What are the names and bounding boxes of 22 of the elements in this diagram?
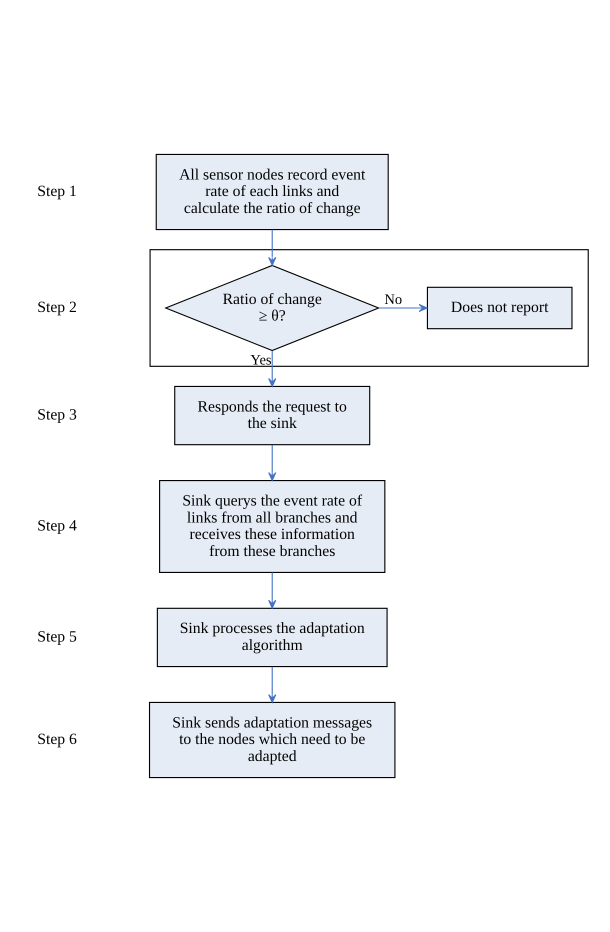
arrow [268, 444, 276, 481]
arrow [268, 572, 276, 609]
arrow [268, 350, 276, 387]
cluster [150, 249, 589, 367]
node-box: Sink sends adaptation messages to the nodes which need to be adapted [148, 702, 396, 778]
label: Step 2 [37, 299, 77, 316]
node-diamond: Ratio of change ≥ θ? [164, 264, 380, 352]
node-box: Does not report [426, 286, 573, 330]
label: Step 5 [37, 628, 77, 646]
node-box: All sensor nodes record event rate of each links and calculate the ratio of change [156, 154, 389, 230]
node-box: Sink processes the adaptation algorithm [156, 608, 388, 668]
arrow [378, 304, 428, 312]
label: Step 4 [37, 518, 77, 535]
edge-label: No [384, 292, 402, 308]
edge-label: Yes [250, 352, 272, 369]
arrow [268, 230, 276, 266]
arrow [268, 667, 276, 703]
node-box: Responds the request to the sink [174, 386, 370, 446]
label: Step 1 [37, 183, 77, 200]
label: Step 6 [37, 731, 77, 748]
node-box: Sink querys the event rate of links from all branches and receives these information from these branches [159, 480, 386, 574]
label: Step 3 [37, 406, 77, 424]
